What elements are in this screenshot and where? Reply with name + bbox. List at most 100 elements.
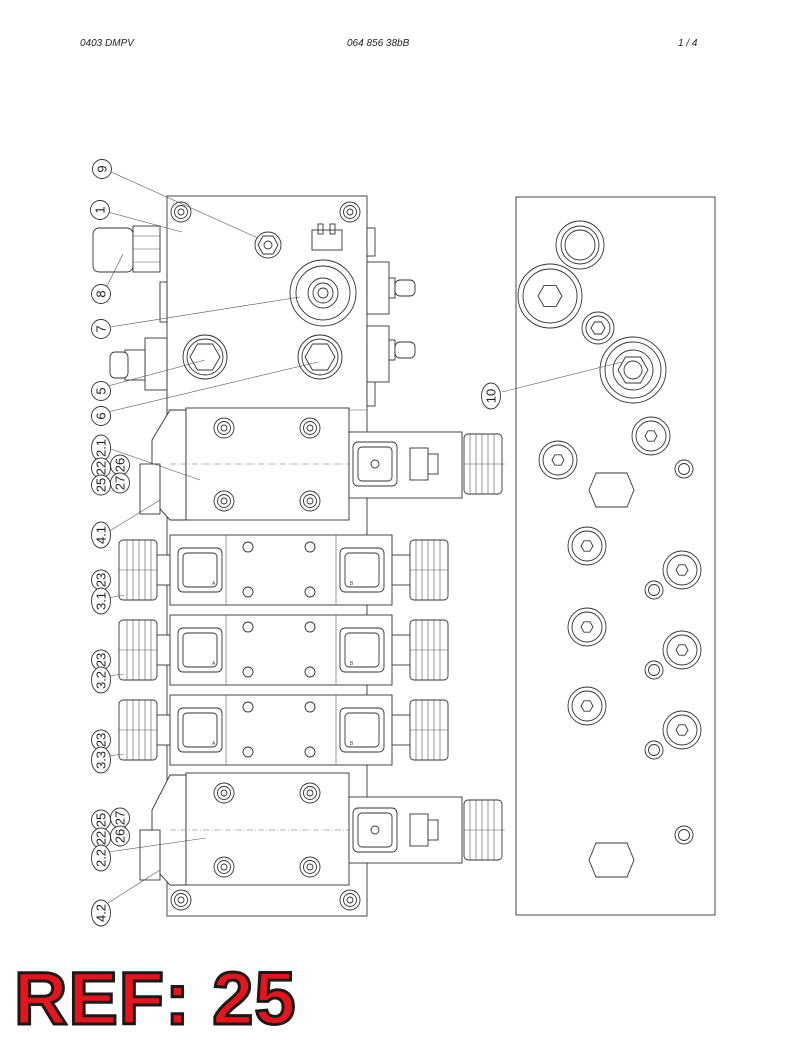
callout-25-b: 25 (91, 809, 111, 831)
plug-icon (297, 334, 343, 380)
valve-screw-icon (213, 490, 235, 512)
callout-9: 9 (92, 159, 112, 179)
callout-10: 10 (481, 382, 501, 410)
coil-mark-b: B (350, 661, 354, 667)
port-icon (662, 710, 702, 750)
mounting-bolt-icon (339, 889, 361, 911)
svg-text:26: 26 (113, 458, 128, 472)
svg-text:1: 1 (93, 206, 108, 213)
ref-label: REF: 25 (13, 957, 298, 1040)
svg-text:2.2: 2.2 (94, 849, 109, 867)
callout-3-1: 3.1 (91, 587, 111, 615)
svg-text:23: 23 (94, 573, 109, 587)
small-port-icon (674, 825, 694, 845)
manual-override-knob-icon (409, 699, 449, 761)
port-icon (567, 686, 607, 726)
svg-text:3.2: 3.2 (94, 671, 109, 689)
mounting-bolt-icon (170, 889, 192, 911)
svg-text:23: 23 (94, 653, 109, 667)
callout-6: 6 (91, 406, 111, 426)
port-icon (567, 526, 607, 566)
manual-override-knob-icon (118, 619, 158, 681)
svg-text:27: 27 (113, 476, 128, 490)
manual-override-knob-icon (118, 699, 158, 761)
manual-override-knob-icon (118, 539, 158, 601)
callout-3-2: 3.2 (91, 666, 111, 694)
manual-override-knob-icon (409, 539, 449, 601)
callout-25-a: 25 (91, 474, 111, 496)
svg-text:10: 10 (484, 389, 499, 403)
solenoid-coil-a-icon (177, 627, 223, 673)
callout-2-2: 2.2 (91, 844, 111, 872)
port-icon (567, 607, 607, 647)
callout-3-3: 3.3 (91, 746, 111, 774)
callout-26-a: 26 (110, 454, 130, 476)
solenoid-coil-icon (352, 441, 398, 487)
valve-screw-icon (299, 856, 321, 878)
side-view-plate (515, 196, 716, 916)
small-port-icon (644, 660, 664, 680)
svg-text:3.3: 3.3 (94, 751, 109, 769)
small-port-icon (674, 459, 694, 479)
solenoid-coil-b-icon (339, 627, 385, 673)
port-icon (631, 416, 671, 456)
svg-text:25: 25 (94, 478, 109, 492)
manual-override-knob-icon (463, 799, 503, 861)
valve-screw-icon (299, 417, 321, 439)
valve-screw-icon (213, 856, 235, 878)
svg-text:8: 8 (94, 290, 109, 297)
svg-text:6: 6 (94, 412, 109, 419)
svg-text:26: 26 (113, 829, 128, 843)
port-icon (538, 440, 578, 480)
solenoid-coil-b-icon (339, 547, 385, 593)
leader-lines (105, 171, 623, 904)
header-part-number: 064 856 38bB (347, 38, 410, 49)
callout-27-b: 27 (110, 807, 130, 829)
svg-text:7: 7 (94, 325, 109, 332)
callout-23-c: 23 (91, 729, 111, 751)
callout-5: 5 (91, 381, 111, 401)
callout-4-1: 4.1 (91, 521, 111, 549)
coil-mark-a: A (212, 741, 216, 747)
mounting-bolt-icon (170, 201, 192, 223)
header-page-number: 1 / 4 (678, 38, 698, 49)
solenoid-coil-a-icon (177, 707, 223, 753)
solenoid-valve-2-1 (139, 407, 505, 521)
callout-22-a: 22 (91, 457, 111, 479)
svg-text:22: 22 (94, 461, 109, 475)
valve-screw-icon (299, 490, 321, 512)
valve-screw-icon (213, 782, 235, 804)
svg-text:23: 23 (94, 733, 109, 747)
pressure-switch-7 (289, 223, 357, 327)
manual-override-knob-icon (463, 433, 503, 495)
valve-screw-icon (213, 417, 235, 439)
coil-mark-b: B (350, 741, 354, 747)
coil-mark-a: A (212, 661, 216, 667)
callout-4-2: 4.2 (91, 899, 111, 927)
valve-screw-icon (299, 782, 321, 804)
double-solenoid-valve-3-1: A B (118, 534, 449, 606)
hex-plug-9 (254, 231, 282, 259)
port-icon (662, 550, 702, 590)
svg-text:4.1: 4.1 (94, 526, 109, 544)
hose-fitting-5 (109, 337, 168, 391)
svg-text:25: 25 (94, 813, 109, 827)
svg-text:2.1: 2.1 (94, 439, 109, 457)
solenoid-coil-a-icon (177, 547, 223, 593)
plug-icon (182, 334, 228, 380)
small-port-icon (644, 580, 664, 600)
svg-text:9: 9 (95, 165, 110, 172)
svg-text:22: 22 (94, 831, 109, 845)
solenoid-coil-icon (352, 807, 398, 853)
header-left-code: 0403 DMPV (80, 38, 134, 49)
manual-override-knob-icon (409, 619, 449, 681)
svg-text:4.2: 4.2 (94, 904, 109, 922)
double-solenoid-valve-3-2: A B (118, 614, 449, 686)
callout-23-a: 23 (91, 569, 111, 591)
coil-mark-a: A (212, 581, 216, 587)
double-solenoid-valve-3-3: A B (118, 694, 449, 766)
callout-7: 7 (91, 319, 111, 339)
solenoid-coil-b-icon (339, 707, 385, 753)
callout-2-1: 2.1 (91, 434, 111, 462)
